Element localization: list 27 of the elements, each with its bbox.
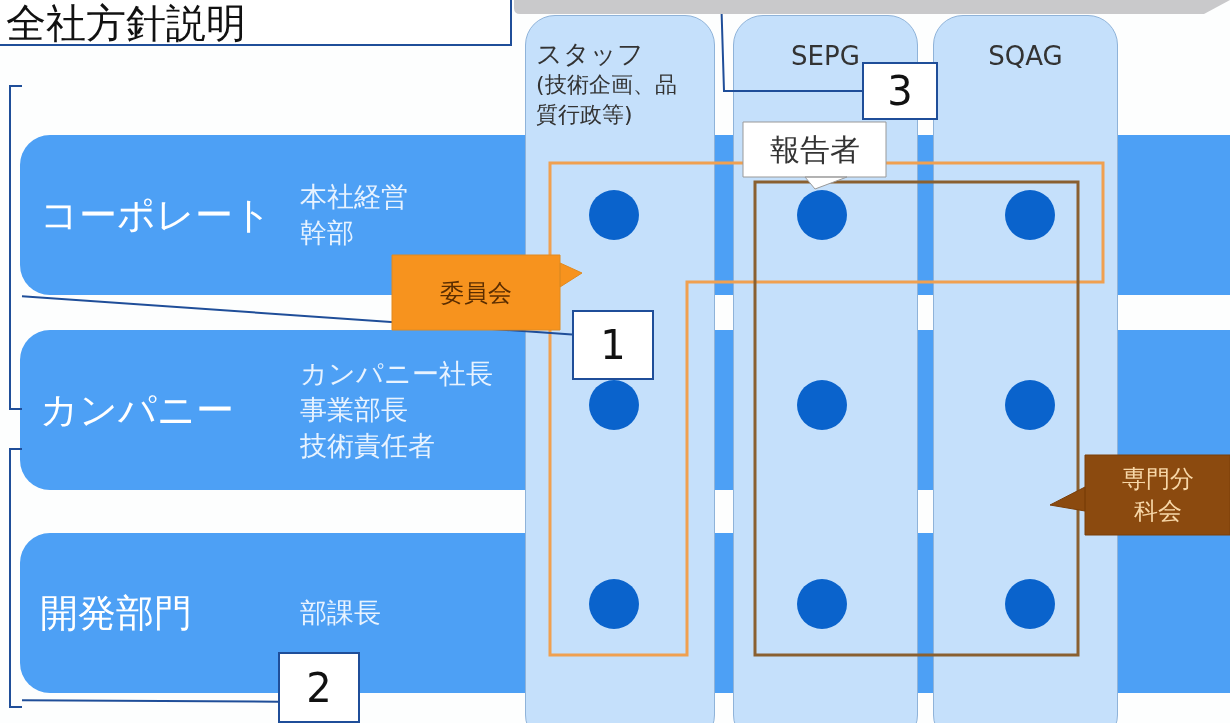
callout-text: 報告者 xyxy=(769,133,860,166)
callout-tag xyxy=(1048,455,1230,535)
callout-tag xyxy=(392,255,582,330)
leader-line xyxy=(21,699,279,703)
row-members: 部課長 xyxy=(300,596,382,630)
callout-number: 2 xyxy=(278,652,360,723)
column-subheader: (技術企画、品質行政等) xyxy=(535,71,678,129)
column-header: SQAG xyxy=(987,40,1064,72)
row-title: 開発部門 xyxy=(40,589,192,637)
leader-line xyxy=(21,295,573,336)
callout-number: 3 xyxy=(862,62,938,120)
column-panel xyxy=(933,15,1118,723)
callout-text: 委員会 xyxy=(440,277,512,309)
row-title: カンパニー xyxy=(40,386,234,434)
header-band xyxy=(514,0,1230,14)
row-title: コーポレート xyxy=(40,191,272,239)
bracket xyxy=(8,448,22,708)
row-members: 本社経営幹部 xyxy=(300,180,409,250)
page-title: 全社方針説明 xyxy=(0,0,512,46)
callout-text: 専門分科会 xyxy=(1120,464,1195,527)
row-members: 技術責任者 xyxy=(300,429,436,463)
leader-line xyxy=(720,13,863,92)
row-members: 事業部長 xyxy=(300,393,409,427)
row-members: カンパニー社長 xyxy=(300,357,494,391)
bracket xyxy=(8,85,22,410)
column-header: SEPG xyxy=(790,40,861,72)
column-header: スタッフ xyxy=(535,38,645,70)
